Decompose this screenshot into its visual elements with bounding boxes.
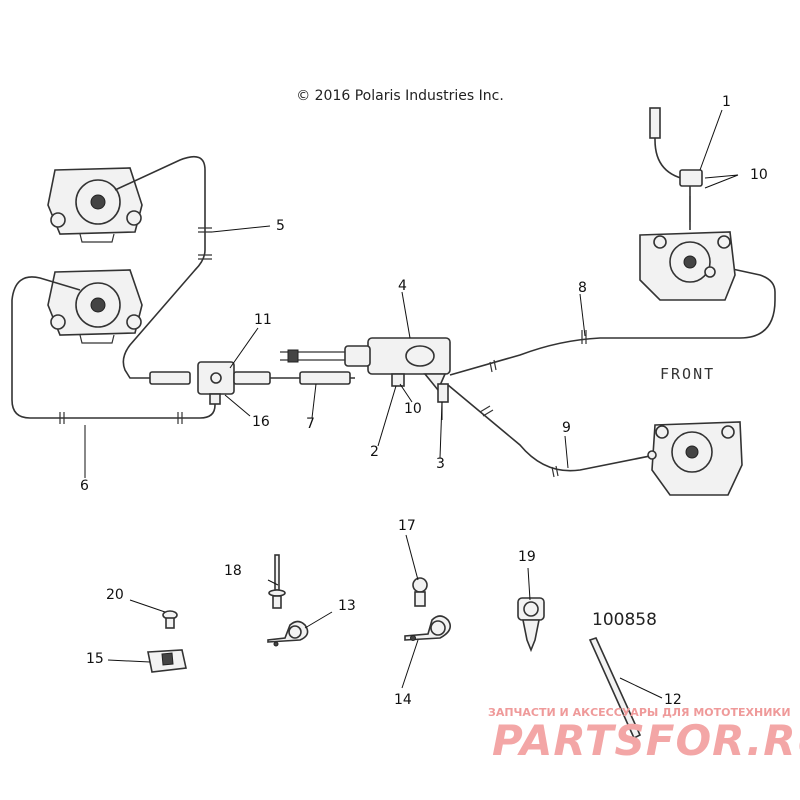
brake-line-9 xyxy=(447,384,681,472)
callout-1[interactable]: 1 xyxy=(722,94,731,110)
callout-16[interactable]: 16 xyxy=(252,414,270,430)
callout-12[interactable]: 12 xyxy=(664,692,682,708)
part-14-clamp xyxy=(404,615,451,641)
callout-14[interactable]: 14 xyxy=(394,692,412,708)
callout-2[interactable]: 2 xyxy=(370,444,379,460)
rear-lower-caliper xyxy=(47,269,143,344)
part-13-clamp xyxy=(267,620,309,647)
figure-id: 100858 xyxy=(592,610,657,630)
callout-13[interactable]: 13 xyxy=(338,598,356,614)
part-17-bolt xyxy=(412,577,428,607)
callout-10-lower[interactable]: 10 xyxy=(404,401,422,417)
brake-line-8 xyxy=(449,261,776,376)
callout-15[interactable]: 15 xyxy=(86,651,104,667)
callout-20[interactable]: 20 xyxy=(106,587,124,603)
callout-19[interactable]: 19 xyxy=(518,549,536,565)
part-15-clip xyxy=(147,649,187,673)
part-18-rivet xyxy=(268,554,286,609)
front-upper-caliper xyxy=(639,231,736,301)
rear-upper-caliper xyxy=(47,167,143,243)
callout-11[interactable]: 11 xyxy=(254,312,272,328)
master-cylinder xyxy=(280,337,451,420)
front-direction-label: FRONT xyxy=(660,365,716,383)
copyright-notice: © 2016 Polaris Industries Inc. xyxy=(296,88,504,104)
watermark-logo: PARTSFOR.RU xyxy=(492,716,800,765)
callout-18[interactable]: 18 xyxy=(224,563,242,579)
callout-9[interactable]: 9 xyxy=(562,420,571,436)
callout-8[interactable]: 8 xyxy=(578,280,587,296)
callout-6[interactable]: 6 xyxy=(80,478,89,494)
callout-10-upper[interactable]: 10 xyxy=(750,167,768,183)
callout-5[interactable]: 5 xyxy=(276,218,285,234)
junction-block xyxy=(149,361,271,405)
part-12-rod xyxy=(588,637,642,740)
callout-7[interactable]: 7 xyxy=(306,416,315,432)
leader-lines xyxy=(84,109,739,699)
callout-17[interactable]: 17 xyxy=(398,518,416,534)
callout-3[interactable]: 3 xyxy=(436,456,445,472)
callout-4[interactable]: 4 xyxy=(398,278,407,294)
part-19-grommet xyxy=(517,597,545,653)
watermark-tagline: ЗАПЧАСТИ И АКСЕССУАРЫ ДЛЯ МОТОТЕХНИКИ xyxy=(488,706,791,719)
brake-line-6 xyxy=(11,276,216,419)
front-lower-caliper xyxy=(647,421,743,496)
brake-line-5 xyxy=(114,155,206,379)
part-20-screw xyxy=(162,610,178,629)
